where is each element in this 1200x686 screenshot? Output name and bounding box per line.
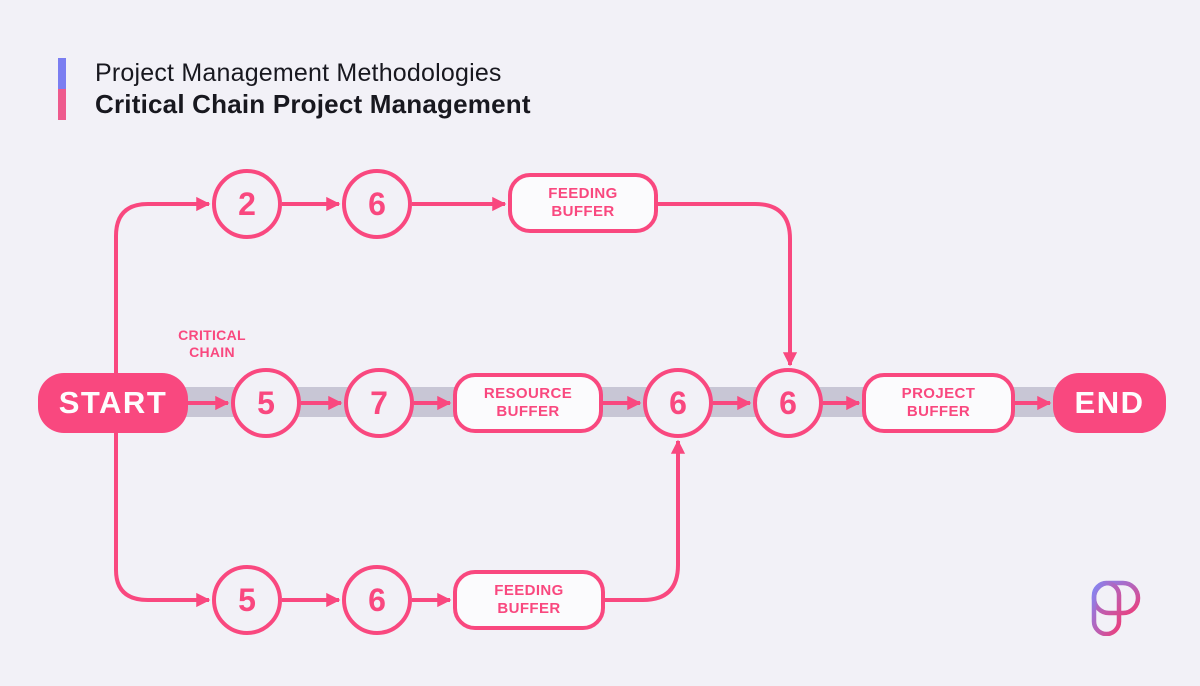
header: Project Management Methodologies Critica… [95, 58, 531, 120]
feeding-buffer-top: FEEDING BUFFER [508, 173, 658, 233]
resource-buffer-line2: BUFFER [496, 403, 560, 420]
critical-chain-label: CRITICAL CHAIN [156, 327, 268, 361]
task-node-top-1: 2 [212, 169, 282, 239]
task-node-bottom-2: 6 [342, 565, 412, 635]
feeding-buffer-bottom-line2: BUFFER [497, 600, 561, 617]
brand-logo-icon [1091, 580, 1141, 636]
feeding-buffer-bottom: FEEDING BUFFER [453, 570, 605, 630]
start-node: START [38, 373, 188, 433]
task-node-critical-3: 6 [643, 368, 713, 438]
task-node-critical-4: 6 [753, 368, 823, 438]
critical-chain-label-line1: CRITICAL [178, 327, 246, 343]
accent-bar-blue-segment [58, 58, 66, 89]
connector-feeding-buffer-bottom-to-task [605, 439, 686, 602]
task-node-top-2: 6 [342, 169, 412, 239]
connector-start-to-top-branch [114, 196, 211, 403]
accent-bar-pink-segment [58, 89, 66, 120]
task-node-critical-2: 7 [344, 368, 414, 438]
project-buffer: PROJECT BUFFER [862, 373, 1015, 433]
critical-chain-label-line2: CHAIN [189, 344, 235, 360]
feeding-buffer-top-line1: FEEDING [548, 185, 618, 202]
page-title: Critical Chain Project Management [95, 89, 531, 119]
accent-bar [58, 58, 66, 120]
feeding-buffer-bottom-line1: FEEDING [494, 582, 564, 599]
connector-feeding-buffer-top-to-task [658, 202, 798, 367]
task-node-bottom-1: 5 [212, 565, 282, 635]
end-node: END [1053, 373, 1166, 433]
task-node-critical-1: 5 [231, 368, 301, 438]
resource-buffer: RESOURCE BUFFER [453, 373, 603, 433]
feeding-buffer-top-line2: BUFFER [551, 203, 615, 220]
category-title: Project Management Methodologies [95, 59, 502, 87]
project-buffer-line2: BUFFER [906, 403, 971, 420]
project-buffer-line1: PROJECT [901, 385, 976, 402]
connector-start-to-bottom-branch [114, 403, 211, 608]
resource-buffer-line1: RESOURCE [483, 385, 573, 402]
